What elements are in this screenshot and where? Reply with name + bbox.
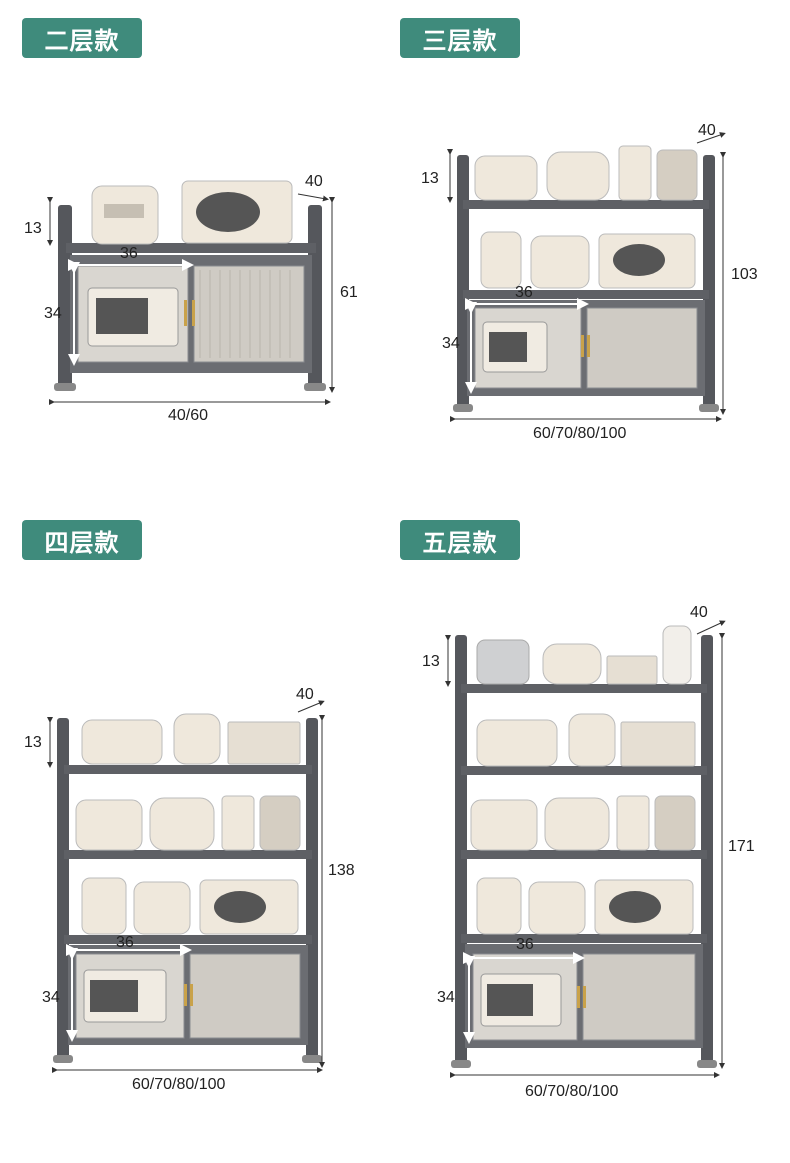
cabinet-height-label: 34	[442, 335, 460, 352]
badge-five-tier: 五层款	[400, 520, 520, 560]
shelf-panel-three-tier: 40 13 36 34 103 60/70/80/100	[395, 0, 790, 460]
badge-label: 四层款	[44, 528, 120, 557]
badge-label: 三层款	[422, 26, 498, 55]
width-label: 60/70/80/100	[533, 425, 627, 442]
cabinet-height-label: 34	[44, 305, 62, 322]
height-label: 61	[340, 284, 358, 301]
inner-width-label: 36	[120, 245, 138, 262]
shelf-gap-label: 13	[24, 734, 42, 751]
width-label: 40/60	[168, 407, 209, 424]
depth-label: 40	[296, 686, 314, 703]
depth-label: 40	[305, 173, 323, 190]
badge-three-tier: 三层款	[400, 18, 520, 58]
badge-four-tier: 四层款	[22, 520, 142, 560]
shelf-illustration-five-tier	[445, 620, 726, 1078]
shelf-gap-label: 13	[422, 653, 440, 670]
badge-label: 五层款	[422, 528, 498, 557]
inner-width-label: 36	[516, 936, 534, 953]
width-label: 60/70/80/100	[525, 1083, 619, 1100]
shelf-gap-label: 13	[24, 220, 42, 237]
inner-width-label: 36	[515, 284, 533, 301]
shelf-gap-label: 13	[421, 170, 439, 187]
height-label: 138	[328, 862, 355, 879]
width-label: 60/70/80/100	[132, 1076, 226, 1093]
shelf-panel-four-tier: 40 13 36 34 138 60/70/80/100	[0, 560, 395, 1120]
badge-label: 二层款	[44, 26, 120, 55]
shelf-illustration-two-tier	[47, 180, 335, 405]
shelf-illustration-four-tier	[47, 700, 325, 1073]
shelf-illustration-three-tier	[447, 132, 726, 422]
height-label: 171	[728, 838, 755, 855]
cabinet-height-label: 34	[437, 989, 455, 1006]
height-label: 103	[731, 266, 758, 283]
shelf-panel-two-tier: 40 13 36 34 61 40/60	[0, 0, 395, 460]
depth-label: 40	[690, 604, 708, 621]
shelf-panel-five-tier: 40 13 36 34 171 60/70/80/100	[395, 560, 790, 1120]
inner-width-label: 36	[116, 934, 134, 951]
badge-two-tier: 二层款	[22, 18, 142, 58]
depth-label: 40	[698, 122, 716, 139]
cabinet-height-label: 34	[42, 989, 60, 1006]
